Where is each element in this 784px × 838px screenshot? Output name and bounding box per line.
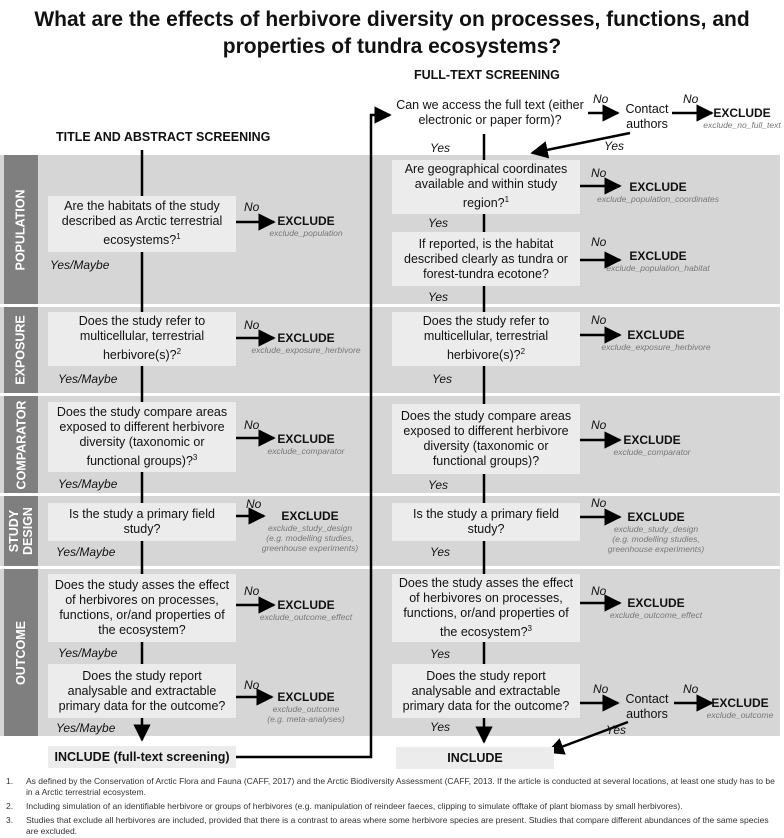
right-yes-outcome-effect: Yes (430, 647, 451, 661)
right-exclude-design: EXCLUDE exclude_study_design (e.g. model… (607, 510, 705, 554)
right-yes-habitat: Yes (428, 290, 449, 304)
left-no-exposure: No (244, 318, 260, 332)
right-no-contact-bottom: No (683, 682, 699, 696)
left-no-outcome-effect: No (244, 584, 260, 598)
contact-authors-bottom: Contact authors (625, 692, 669, 721)
right-exclude-no-full-text: EXCLUDE exclude_no_full_text (703, 106, 781, 130)
left-no-outcome-data: No (244, 678, 260, 692)
right-exclude-exposure: EXCLUDE exclude_exposure_herbivore (601, 328, 711, 352)
right-exclude-comparator: EXCLUDE exclude_comparator (613, 433, 691, 457)
right-no-exposure: No (591, 313, 607, 327)
left-exclude-design: EXCLUDE exclude_study_design (e.g. model… (261, 509, 359, 553)
right-no-contact-top: No (683, 92, 699, 106)
title-line-1: What are the effects of herbivore divers… (34, 8, 750, 31)
left-yes-population: Yes/Maybe (50, 258, 110, 272)
band-label-exposure: EXPOSURE (4, 307, 38, 393)
left-exclude-outcome: EXCLUDE exclude_outcome (e.g. meta-analy… (267, 690, 345, 724)
right-exclude-coordinates: EXCLUDE exclude_population_coordinates (597, 180, 719, 204)
right-yes-contact-bottom: Yes (606, 723, 627, 737)
band-label-comparator: COMPARATOR (4, 396, 38, 493)
left-no-design: No (246, 497, 262, 511)
title-line-2: properties of tundra ecosystems? (222, 35, 562, 58)
right-exclude-outcome-effect: EXCLUDE exclude_outcome_effect (609, 596, 703, 620)
right-yes-exposure: Yes (432, 372, 453, 386)
left-yes-comparator: Yes/Maybe (58, 477, 118, 491)
right-yes-outcome-data: Yes (430, 720, 451, 734)
band-label-outcome: OUTCOME (4, 569, 38, 736)
right-no-outcome-effect: No (591, 584, 607, 598)
header-full-text-screening: FULL-TEXT SCREENING (414, 68, 560, 82)
header-title-abstract-screening: TITLE AND ABSTRACT SCREENING (56, 130, 271, 144)
right-exclude-habitat: EXCLUDE exclude_population_habitat (606, 249, 710, 273)
right-yes-access: Yes (430, 141, 451, 155)
left-yes-outcome-data: Yes/Maybe (56, 721, 116, 735)
right-yes-comparator: Yes (428, 478, 449, 492)
left-no-population: No (244, 200, 260, 214)
right-yes-coords: Yes (428, 216, 449, 230)
right-no-comparator: No (591, 418, 607, 432)
right-no-habitat: No (591, 235, 607, 249)
footnotes: 1. As defined by the Conservation of Arc… (6, 776, 776, 837)
right-yes-design: Yes (430, 545, 451, 559)
right-no-design: No (591, 496, 607, 510)
left-exclude-outcome-effect: EXCLUDE exclude_outcome_effect (259, 598, 353, 622)
left-include-box: INCLUDE (full-text screening) (48, 746, 236, 768)
left-no-comparator: No (244, 418, 260, 432)
left-exclude-comparator: EXCLUDE exclude_comparator (267, 432, 345, 456)
left-yes-exposure: Yes/Maybe (58, 372, 118, 386)
left-yes-outcome-effect: Yes/Maybe (58, 646, 118, 660)
footnote-2: 2. Including simulation of an identifiab… (6, 801, 683, 811)
right-no-access: No (593, 92, 609, 106)
right-exclude-outcome: EXCLUDE exclude_outcome (706, 696, 774, 720)
left-yes-design: Yes/Maybe (56, 545, 116, 559)
right-no-outcome-data: No (593, 682, 609, 696)
right-yes-contact-top: Yes (604, 139, 625, 153)
right-include-box: INCLUDE (396, 747, 554, 769)
left-exclude-population: EXCLUDE exclude_population (269, 214, 343, 238)
right-no-coords: No (591, 166, 607, 180)
footnote-1: 1. As defined by the Conservation of Arc… (6, 776, 775, 797)
band-label-population: POPULATION (4, 155, 38, 304)
left-exclude-exposure: EXCLUDE exclude_exposure_herbivore (251, 331, 361, 355)
page-title: What are the effects of herbivore divers… (0, 6, 784, 60)
contact-authors-top: Contact authors (625, 102, 669, 131)
footnote-3: 3. Studies that exclude all herbivores a… (6, 815, 769, 836)
